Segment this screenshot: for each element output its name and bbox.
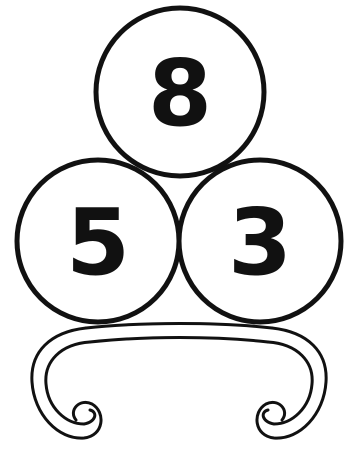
ball-right: 3 [179,160,341,322]
ball-top: 8 [96,8,264,176]
top-number: 8 [148,40,212,147]
left-number: 5 [66,189,130,296]
right-number: 3 [228,189,292,296]
scroll-stand [32,324,326,439]
ball-left: 5 [17,160,179,322]
